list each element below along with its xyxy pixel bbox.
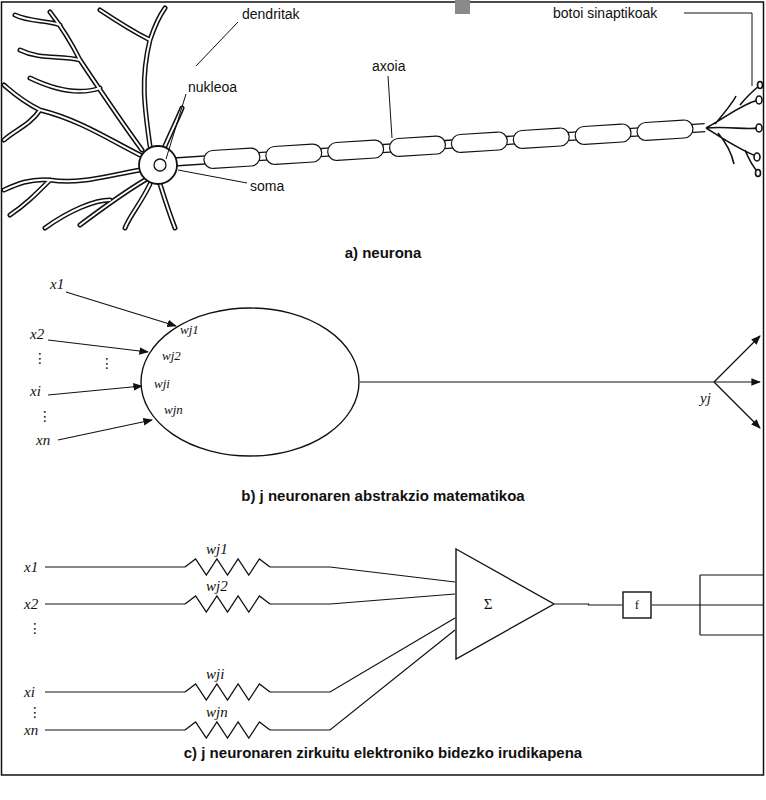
node-text: wjn: [164, 403, 183, 417]
output-arrows: [360, 336, 760, 428]
myelin-segment: [265, 143, 322, 165]
symbol-label: x1: [50, 276, 64, 292]
symbol-label: wjn: [206, 704, 228, 720]
symbol-label: x2: [30, 326, 44, 342]
myelin-segment: [636, 119, 693, 141]
part-label: ⋮: [38, 408, 52, 424]
symbol-label: wj1: [206, 541, 228, 557]
panel-caption: b) j neuronaren abstrakzio matematikoa: [241, 488, 524, 504]
neuron-ellipse-outline: [140, 307, 360, 457]
part-label: ⋮: [33, 350, 47, 366]
symbol-label: xi: [24, 684, 35, 700]
myelin-segment: [451, 131, 508, 153]
panel-caption: c) j neuronaren zirkuitu elektroniko bid…: [184, 745, 582, 761]
myelin-segment: [327, 139, 384, 161]
nucleus: [154, 159, 166, 171]
dendrites: [4, 8, 182, 228]
input-wires: [45, 567, 455, 730]
tab: [455, 0, 470, 14]
myelin-segment: [203, 147, 260, 169]
node-text: wj1: [180, 323, 199, 337]
part-label: ⋮: [28, 704, 42, 720]
resistor-symbol: [185, 559, 270, 738]
symbol-label: x2: [24, 596, 38, 612]
myelin-segment: [389, 135, 446, 157]
part-label: soma: [250, 178, 284, 194]
resistor-symbol: [185, 722, 270, 738]
part-label: botoi sinaptikoak: [553, 5, 657, 21]
node-text: wj2: [162, 349, 181, 363]
node-text: f: [635, 598, 639, 612]
function-box: f: [622, 591, 652, 619]
part-label: ⋮: [28, 620, 42, 636]
leader-lines: [166, 13, 752, 183]
part-label: axoia: [372, 58, 405, 74]
symbol-label: wj2: [206, 578, 228, 594]
terminals: [706, 82, 763, 177]
resistor-symbol: [185, 559, 270, 575]
signal-wire: [555, 604, 622, 605]
symbol-label: xn: [24, 722, 38, 738]
symbol-label: wji: [206, 666, 224, 682]
part-label: nukleoa: [188, 79, 237, 95]
frame: [2, 2, 764, 775]
symbol-label: x1: [24, 559, 38, 575]
soma-body: [139, 146, 177, 184]
summing-amplifier: Σ: [455, 548, 555, 660]
summing-amplifier-outline: [455, 548, 555, 660]
symbol-label: yj: [700, 390, 711, 406]
resistor-symbol: [185, 684, 270, 700]
axon: [173, 119, 705, 171]
node-text: wji: [154, 377, 170, 391]
resistor-symbol: [185, 596, 270, 612]
symbol-label: xi: [30, 383, 41, 399]
node-text: Σ: [484, 597, 493, 611]
part-label: ⋮: [100, 355, 114, 371]
symbol-label: xn: [36, 432, 50, 448]
part-label: dendritak: [242, 6, 300, 22]
panel-caption: a) neurona: [345, 245, 422, 261]
myelin-segment: [513, 127, 570, 149]
neuron-ellipse: wj1 wj2 wji wjn: [140, 307, 360, 457]
output-bracket: [652, 575, 764, 635]
myelin-segment: [575, 123, 632, 145]
